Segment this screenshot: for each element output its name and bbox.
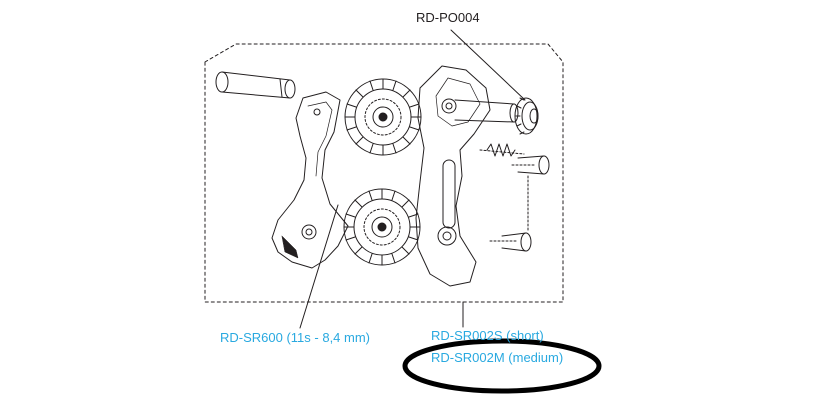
upper-pulley-icon	[344, 78, 422, 156]
axle-pin	[215, 71, 296, 99]
label-rd-po004: RD-PO004	[416, 10, 480, 25]
pivot-nut-icon	[514, 97, 539, 135]
dashed-assembly-outline	[204, 43, 564, 303]
lower-pulley-icon	[343, 188, 421, 266]
leader-line-pulley-set	[299, 204, 339, 329]
label-rd-sr002s: RD-SR002S (short)	[431, 328, 544, 343]
leader-line-top-pulley	[450, 29, 526, 101]
inner-cage-plate	[271, 91, 349, 269]
bolt-icon	[511, 155, 550, 175]
outer-cage-plate	[415, 65, 491, 287]
spring-icon	[486, 143, 516, 157]
label-rd-sr002m: RD-SR002M (medium)	[431, 350, 564, 365]
label-rd-sr600: RD-SR600 (11s - 8,4 mm)	[220, 330, 371, 345]
lower-bolt-icon	[489, 232, 532, 252]
highlight-ellipse	[402, 338, 602, 394]
